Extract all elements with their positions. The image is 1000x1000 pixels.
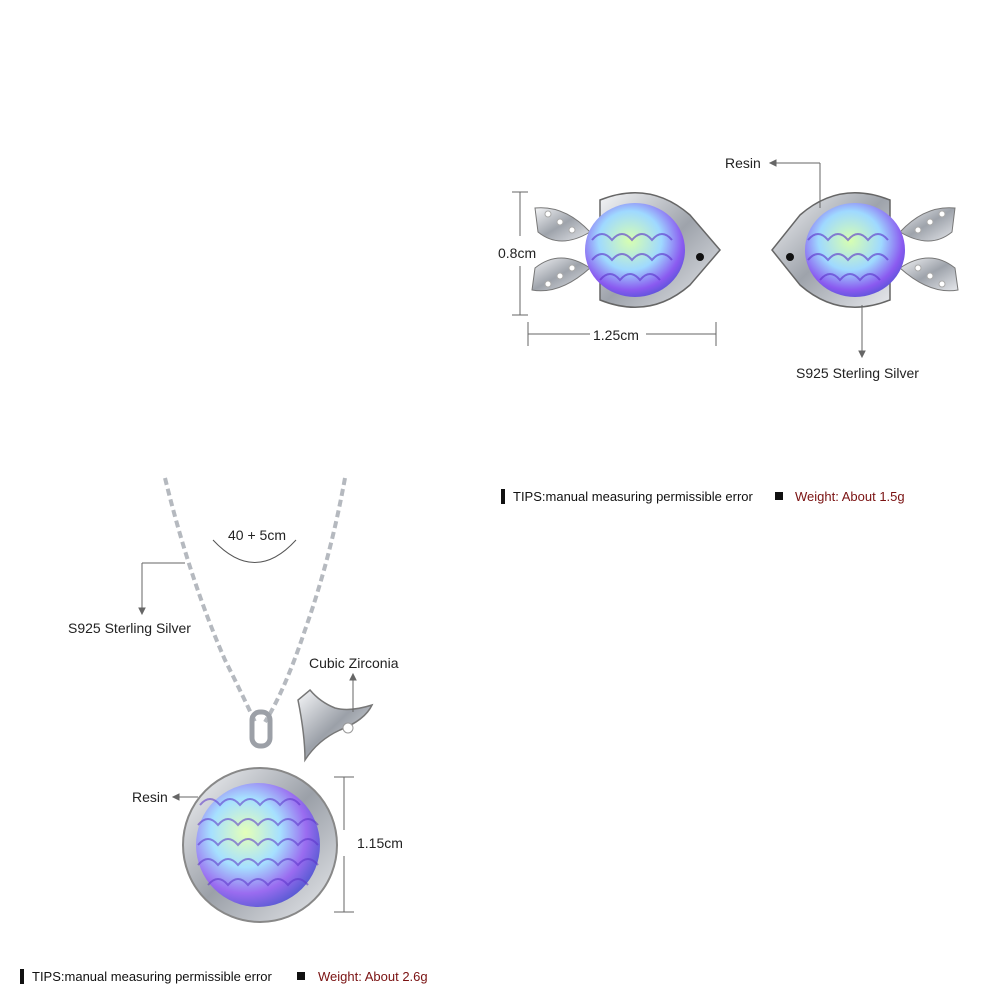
- necklace-height-label: 1.15cm: [357, 835, 403, 851]
- earring-resin-callout: [768, 159, 821, 208]
- earring-width-label: 1.25cm: [593, 327, 639, 343]
- earring-weight-marker: [775, 492, 783, 500]
- pendant-scale-pattern: [197, 798, 319, 887]
- necklace-weight-marker: [297, 972, 305, 980]
- earring-height-label: 0.8cm: [498, 245, 537, 261]
- necklace-zirconia-callout: [349, 672, 357, 712]
- necklace-silver-callout: [138, 562, 185, 616]
- earring-height-dimension: [512, 191, 528, 316]
- necklace-height-dimension: [334, 776, 354, 913]
- necklace-zirconia-label: Cubic Zirconia: [309, 655, 399, 671]
- necklace-tips-marker: [20, 969, 24, 984]
- necklace-weight-text: Weight: About 2.6g: [318, 969, 428, 984]
- necklace-chain-left: [163, 477, 257, 723]
- earring-tips-marker: [501, 489, 505, 504]
- necklace-resin-label: Resin: [132, 789, 168, 805]
- necklace-chain-right: [263, 477, 347, 724]
- necklace-resin-callout: [171, 793, 198, 801]
- mermaid-tail-charm: [297, 688, 374, 763]
- right-fish-earring: [771, 191, 959, 309]
- earring-weight-text: Weight: About 1.5g: [795, 489, 905, 504]
- earring-silver-callout: [858, 305, 866, 359]
- necklace-silver-label: S925 Sterling Silver: [68, 620, 191, 636]
- necklace-chain-length-label: 40 + 5cm: [228, 527, 286, 543]
- earring-width-dimension: [527, 322, 717, 346]
- right-fish-eye: [786, 253, 794, 261]
- left-fish-earring: [531, 191, 721, 309]
- necklace-tips-text: TIPS:manual measuring permissible error: [32, 969, 272, 984]
- earring-tips-text: TIPS:manual measuring permissible error: [513, 489, 753, 504]
- left-fish-eye: [696, 253, 704, 261]
- earring-silver-label: S925 Sterling Silver: [796, 365, 919, 381]
- chain-length-arc: [212, 539, 297, 563]
- necklace-bail: [249, 709, 273, 749]
- earring-resin-label: Resin: [725, 155, 761, 171]
